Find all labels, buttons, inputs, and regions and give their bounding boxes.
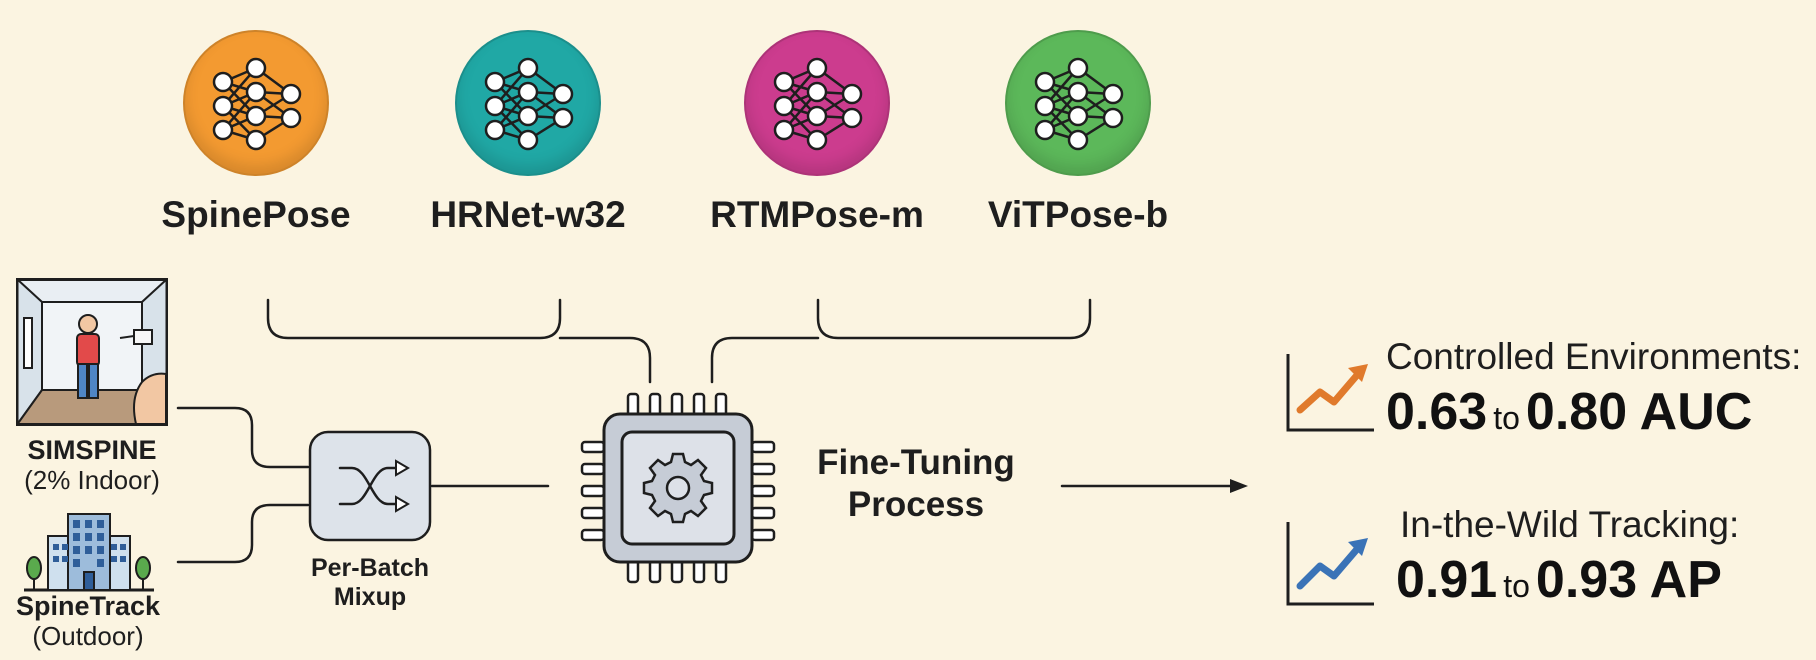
model-merge-left — [558, 336, 652, 384]
simspine-connector — [176, 406, 310, 469]
result-controlled-heading: Controlled Environments: — [1386, 336, 1802, 377]
result-controlled-to: 0.80 — [1525, 383, 1628, 441]
dataset-simspine-label: SIMSPINE (2% Indoor) — [2, 435, 182, 495]
dataset-simspine-name: SIMSPINE — [27, 435, 157, 465]
model-label-vitpose: ViTPose-b — [987, 194, 1169, 235]
dataset-simspine-sub: (2% Indoor) — [24, 464, 160, 495]
spinetrack-connector — [176, 503, 310, 564]
result-controlled-unit: AUC — [1639, 383, 1753, 441]
model-bracket-left — [266, 298, 562, 340]
trend-up-chart-icon — [1286, 354, 1374, 432]
model-bracket-right — [816, 298, 1092, 340]
chip-gear-icon — [580, 392, 776, 584]
dataset-spinetrack-name: SpineTrack — [15, 591, 161, 621]
process-label-line1: Fine-Tuning — [817, 443, 1015, 482]
dataset-spinetrack-sub: (Outdoor) — [32, 620, 144, 651]
result-controlled-from: 0.63 — [1386, 383, 1488, 441]
model-circle-hrnet — [455, 30, 601, 176]
result-wild-from: 0.91 — [1396, 551, 1498, 609]
model-circle-vitpose — [1005, 30, 1151, 176]
shuffle-icon — [308, 430, 432, 542]
neural-network-icon — [773, 57, 863, 151]
model-circle-spinepose — [183, 30, 329, 176]
result-wild-to-word: to — [1503, 568, 1530, 604]
indoor-room-icon — [16, 278, 168, 426]
model-label-hrnet: HRNet-w32 — [430, 194, 626, 235]
process-arrowhead — [1230, 479, 1248, 493]
model-label-spinepose: SpinePose — [161, 194, 351, 235]
neural-network-icon — [1034, 57, 1124, 151]
model-label-rtmpose: RTMPose-m — [710, 194, 924, 235]
result-wild-to: 0.93 — [1535, 551, 1638, 609]
model-merge-right — [710, 336, 820, 384]
mixup-label-line1: Per-Batch — [310, 554, 430, 582]
model-circle-rtmpose — [744, 30, 890, 176]
result-wild-heading: In-the-Wild Tracking: — [1400, 504, 1740, 545]
trend-up-chart-icon — [1286, 522, 1374, 606]
building-icon — [24, 513, 154, 592]
neural-network-icon — [212, 57, 302, 151]
result-wild-unit: AP — [1649, 551, 1722, 609]
mixup-label: Per-Batch Mixup — [290, 554, 450, 612]
dataset-spinetrack-label: SpineTrack (Outdoor) — [0, 591, 178, 651]
process-label: Fine-Tuning Process — [796, 442, 1036, 526]
mixup-label-line2: Mixup — [333, 582, 407, 611]
process-label-line2: Process — [847, 485, 985, 524]
neural-network-icon — [484, 57, 574, 151]
result-controlled-to-word: to — [1493, 400, 1520, 436]
